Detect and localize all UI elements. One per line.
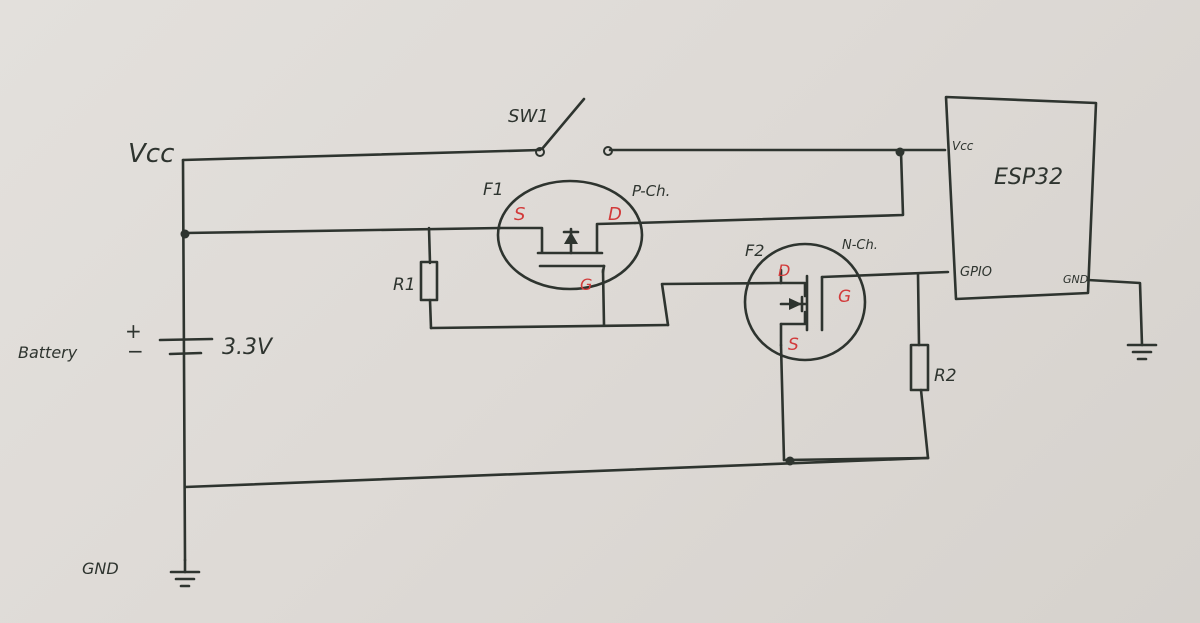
gpio-wire xyxy=(820,270,950,279)
f2-source-label: S xyxy=(788,335,799,355)
f2-label: F2 xyxy=(745,241,764,260)
r1-top-wire xyxy=(427,226,432,265)
junction-dot xyxy=(785,456,795,466)
mosfet-f1 xyxy=(496,179,644,291)
p-channel-label: P-Ch. xyxy=(632,182,670,200)
junction-dot xyxy=(895,147,905,157)
switch-label: SW1 xyxy=(508,106,549,127)
resistor-r1 xyxy=(419,260,439,302)
esp32-vcc-pin: Vcc xyxy=(952,139,974,153)
switch-contact xyxy=(603,146,613,156)
esp32-gpio-pin: GPIO xyxy=(960,265,992,280)
esp32-title: ESP32 xyxy=(994,165,1063,190)
f1-gate-label: G xyxy=(580,275,592,294)
esp32-gnd-pin: GND xyxy=(1063,273,1088,286)
f2-diode-arrow xyxy=(789,298,802,310)
f1-drain-lead xyxy=(595,221,637,254)
f2-drain-label: D xyxy=(778,261,790,280)
junction-dot xyxy=(180,229,190,239)
r1-label: R1 xyxy=(393,275,416,295)
f1-drain-label: D xyxy=(608,204,622,225)
f1-label: F1 xyxy=(483,180,504,200)
drain-line-wire xyxy=(633,150,905,225)
gnd-bottom-wire xyxy=(183,456,930,489)
r2-top-wire xyxy=(916,272,921,347)
gate-bottom-wire xyxy=(429,323,670,330)
ground-left-icon xyxy=(169,558,201,588)
battery-label: Battery xyxy=(18,343,78,362)
esp-gnd-wire xyxy=(1086,278,1144,347)
r2-bottom-wire xyxy=(919,388,930,460)
vcc-label: Vcc xyxy=(128,139,174,169)
mosfet-f2 xyxy=(743,242,867,362)
f2-source-lead xyxy=(779,310,807,326)
battery-short-plate xyxy=(168,351,203,356)
n-channel-label: N-Ch. xyxy=(842,238,878,253)
f1-diode-arrow xyxy=(564,232,578,244)
r1-bottom-wire xyxy=(428,298,433,330)
battery-long-plate xyxy=(158,337,214,342)
f1-source-lead xyxy=(498,226,544,254)
esp32-module xyxy=(944,95,1098,301)
ground-right-icon xyxy=(1126,343,1158,361)
f2-gate-label: G xyxy=(838,287,851,307)
f1-gate-drop-wire xyxy=(601,268,606,327)
switch-contact xyxy=(535,147,545,157)
gnd-left-label: GND xyxy=(82,559,119,578)
resistor-r2 xyxy=(909,343,930,392)
f2-envelope xyxy=(743,242,867,362)
switch-lever xyxy=(540,97,586,151)
f1-gate-lead xyxy=(601,264,606,274)
f1-source-label: S xyxy=(514,204,525,225)
junctions xyxy=(180,147,905,466)
vcc-vertical-wire xyxy=(181,158,187,562)
source-line-wire xyxy=(183,226,502,235)
voltage-label: 3.3V xyxy=(222,335,274,360)
battery-minus-sign: − xyxy=(127,339,144,363)
f2-source-down-wire xyxy=(779,343,786,462)
vcc-top-wire xyxy=(181,148,542,162)
f2-drain-lead xyxy=(779,281,807,298)
r2-label: R2 xyxy=(934,366,957,386)
wires xyxy=(181,148,1144,562)
battery-symbol xyxy=(158,337,214,356)
switch-sw1 xyxy=(535,97,613,157)
f1-envelope xyxy=(496,179,644,291)
f2-gate-wire xyxy=(660,281,782,327)
battery-plus-sign: + xyxy=(125,319,142,343)
